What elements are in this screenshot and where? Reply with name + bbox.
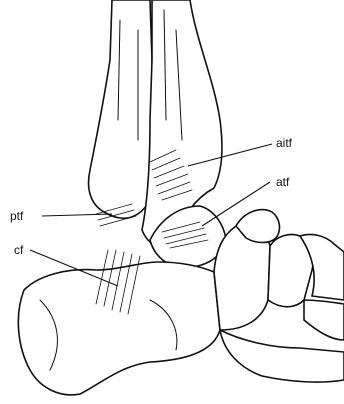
- label-aitf: aitf: [276, 136, 293, 150]
- fibula: [89, 0, 152, 218]
- ptf-leader-line: [42, 214, 112, 216]
- calcaneus: [18, 262, 220, 395]
- label-ptf: ptf: [10, 209, 24, 223]
- label-atf: atf: [276, 175, 290, 189]
- midfoot-bones: [214, 210, 314, 330]
- label-cf: cf: [14, 243, 24, 257]
